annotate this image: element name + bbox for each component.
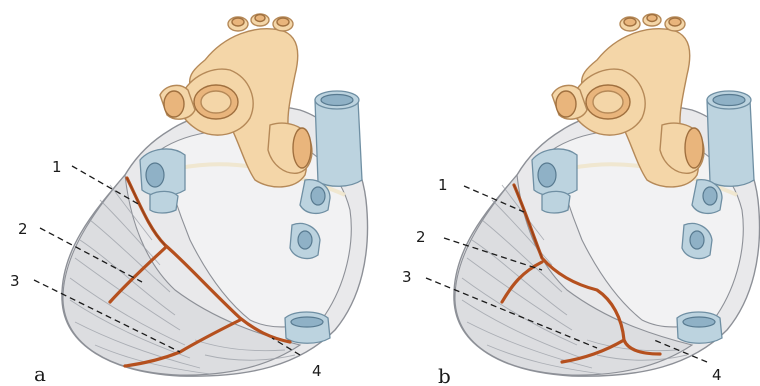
callout-4-a: 4	[312, 362, 322, 380]
heart-illustration-b	[454, 14, 760, 376]
panel-label-a: a	[34, 362, 46, 386]
callout-3-a: 3	[10, 272, 20, 290]
heart-illustration-a	[62, 14, 368, 376]
callout-1-a: 1	[52, 158, 62, 176]
panel-label-b: b	[438, 364, 451, 386]
callout-2-a: 2	[18, 220, 28, 238]
panel-b: 1 2 3 4 b	[402, 14, 760, 386]
callout-4-b: 4	[712, 366, 722, 384]
callout-1-b: 1	[438, 176, 448, 194]
panel-a: 1 2 3 4 a	[10, 14, 368, 386]
callout-3-b: 3	[402, 268, 412, 286]
callout-2-b: 2	[416, 228, 426, 246]
